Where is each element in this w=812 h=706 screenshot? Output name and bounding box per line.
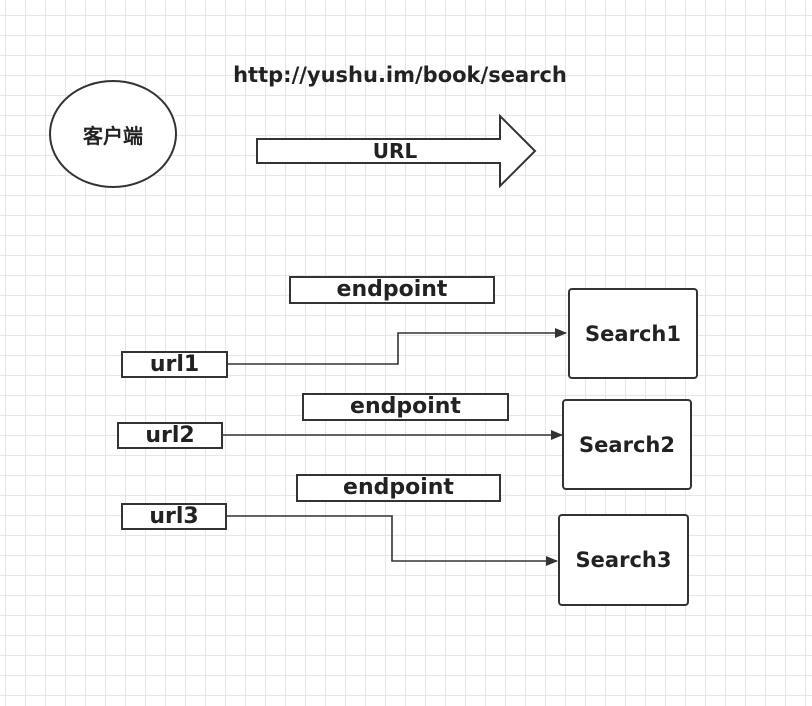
url-label-1: url1 xyxy=(149,351,200,377)
request-url-title: http://yushu.im/book/search xyxy=(233,63,567,87)
client-node: 客户端 xyxy=(49,80,177,188)
url-arrow-label: URL xyxy=(372,139,418,163)
search-node-1: Search1 xyxy=(568,288,698,379)
url-box-1: url1 xyxy=(121,351,228,378)
url-label-3: url3 xyxy=(149,503,199,529)
endpoint-label-3: endpoint xyxy=(343,475,454,500)
search-label-2: Search2 xyxy=(579,432,675,457)
client-label: 客户端 xyxy=(83,123,143,148)
endpoint-box-1: endpoint xyxy=(289,276,495,304)
url-arrow xyxy=(256,113,537,189)
endpoint-box-3: endpoint xyxy=(296,474,501,502)
connector-url1-search1 xyxy=(228,328,567,365)
endpoint-box-2: endpoint xyxy=(302,393,509,421)
search-node-2: Search2 xyxy=(562,399,692,490)
search-label-1: Search1 xyxy=(585,321,681,346)
search-label-3: Search3 xyxy=(575,548,672,572)
url-label-2: url2 xyxy=(145,422,195,448)
endpoint-label-1: endpoint xyxy=(336,277,448,302)
connector-url3-search3 xyxy=(227,515,558,566)
url-box-3: url3 xyxy=(121,503,227,530)
url-box-2: url2 xyxy=(117,422,223,449)
endpoint-label-2: endpoint xyxy=(350,394,461,419)
search-node-3: Search3 xyxy=(558,514,689,606)
